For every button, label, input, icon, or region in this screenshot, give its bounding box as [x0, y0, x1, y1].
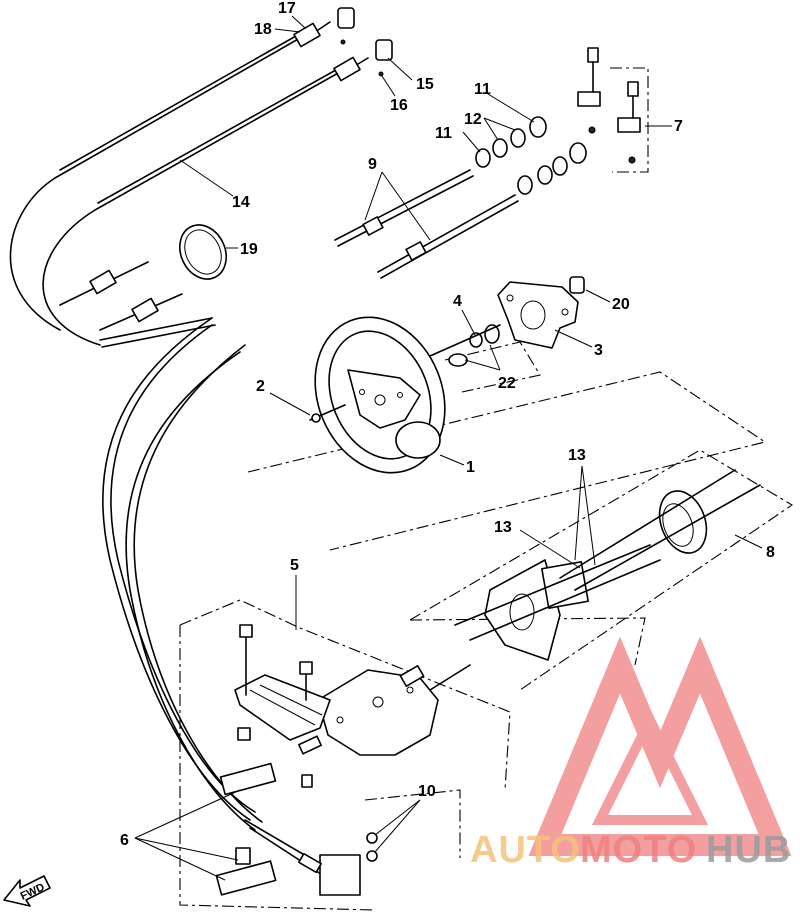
- callout-18: 17: [278, 0, 296, 17]
- steering-wheel: [309, 316, 446, 474]
- clevis-assemblies: [577, 47, 641, 164]
- o-ring-seal: [179, 224, 227, 280]
- callout-12: 12: [464, 111, 482, 128]
- watermark-text-hub: HUB: [706, 829, 791, 871]
- callout-6: 6: [120, 832, 129, 849]
- watermark-text: AUTO MOTO HUB: [470, 829, 791, 871]
- watermark-text-moto: MOTO: [580, 829, 697, 871]
- steering-cables: [9, 31, 344, 881]
- cable-clamps: [215, 727, 378, 896]
- leader-lines: [134, 15, 763, 881]
- callout-20: 19: [240, 241, 258, 258]
- cable-end-connectors: [59, 7, 393, 331]
- callout-22: 22: [498, 375, 516, 392]
- callout-2: 2: [256, 378, 265, 395]
- hub-nuts: [429, 324, 501, 367]
- fwd-label: FWD: [19, 881, 47, 902]
- callout-3: 3: [594, 342, 603, 359]
- callout-14: 13: [494, 519, 512, 536]
- callout-11-lower: 11: [435, 125, 452, 142]
- callout-19: 18: [254, 21, 272, 38]
- callout-9: 9: [368, 156, 377, 173]
- callout-16: 15: [416, 76, 434, 93]
- callout-15: 14: [232, 194, 250, 211]
- watermark-text-auto: AUTO: [470, 829, 581, 871]
- pedal-assembly: [234, 624, 471, 788]
- callout-7: 7: [674, 118, 683, 135]
- group-boundaries: [179, 67, 794, 911]
- callout-11-upper: 11: [474, 81, 491, 98]
- helm-unit: [454, 469, 761, 661]
- callout-17: 16: [390, 97, 408, 114]
- callout-1: 1: [466, 459, 475, 476]
- callout-21: 20: [612, 296, 630, 313]
- forward-direction-arrow: FWD: [3, 875, 51, 907]
- callout-4: 4: [453, 293, 462, 310]
- callout-5: 5: [290, 557, 299, 574]
- watermark-logo: [528, 636, 792, 856]
- callout-10: 10: [418, 783, 436, 800]
- bushings-and-washers: [475, 116, 587, 195]
- helm-shafts: [334, 169, 519, 279]
- callout-8: 8: [766, 544, 775, 561]
- callout-13: 13: [568, 447, 586, 464]
- callout-labels: 17 18 15 16 14 9 19 11 11 12 7 20 3 4 22…: [120, 0, 775, 849]
